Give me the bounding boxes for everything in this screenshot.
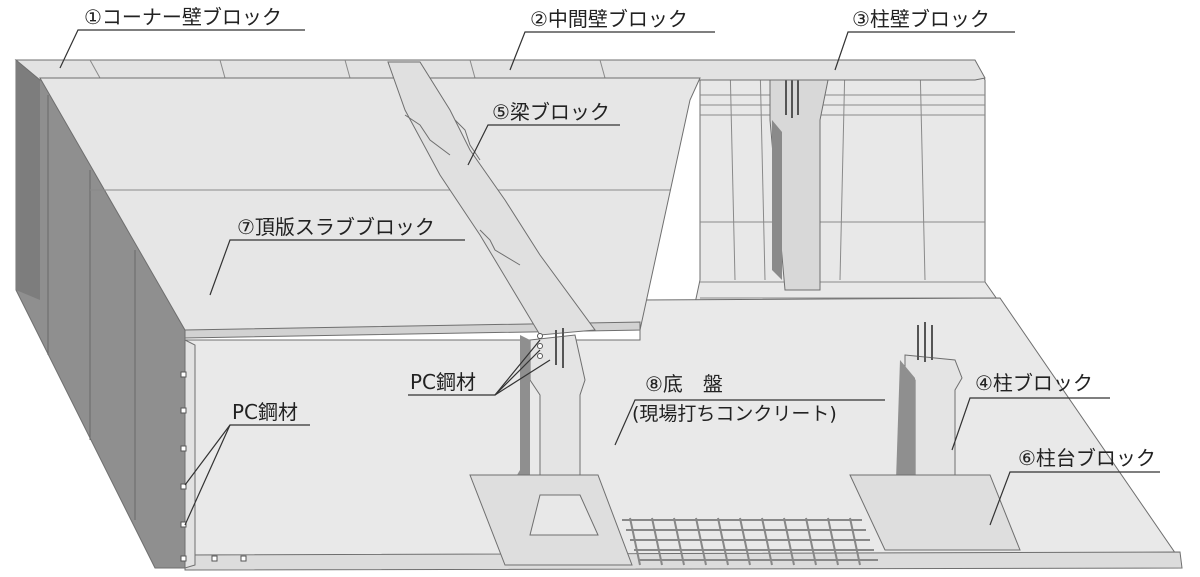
left-wall-face-shade	[16, 60, 40, 300]
top-slab-edge	[184, 321, 641, 339]
label-corner-wall-block: ①コーナー壁ブロック	[84, 5, 282, 29]
label-column-base-block: ⑥柱台ブロック	[1018, 446, 1156, 470]
label-beam-block: ⑤梁ブロック	[492, 100, 610, 124]
label-column-block: ④柱ブロック	[975, 371, 1093, 395]
beam-block	[387, 61, 596, 336]
label-middle-wall-block: ②中間壁ブロック	[530, 7, 688, 31]
label-bottom-slab: ⑧底 盤	[645, 372, 723, 396]
center-column-shade	[505, 335, 530, 495]
column-base-block	[849, 474, 1021, 551]
leader-lines	[59, 29, 1160, 526]
label-bottom-slab-note: (現場打ちコンクリート)	[632, 403, 837, 425]
top-wall-cap	[14, 59, 986, 81]
left-inner-wall	[184, 339, 196, 569]
label-top-slab-block: ⑦頂版スラブブロック	[237, 215, 435, 239]
pc-steel-left-markers	[180, 371, 247, 562]
rebar-grid	[622, 517, 878, 566]
label-pc-steel-left: PC鋼材	[232, 400, 298, 424]
label-column-wall-block: ③柱壁ブロック	[852, 7, 990, 31]
column-wall-dark	[772, 120, 782, 280]
column-block-shade	[895, 360, 915, 510]
label-pc-steel-center: PC鋼材	[410, 370, 476, 394]
